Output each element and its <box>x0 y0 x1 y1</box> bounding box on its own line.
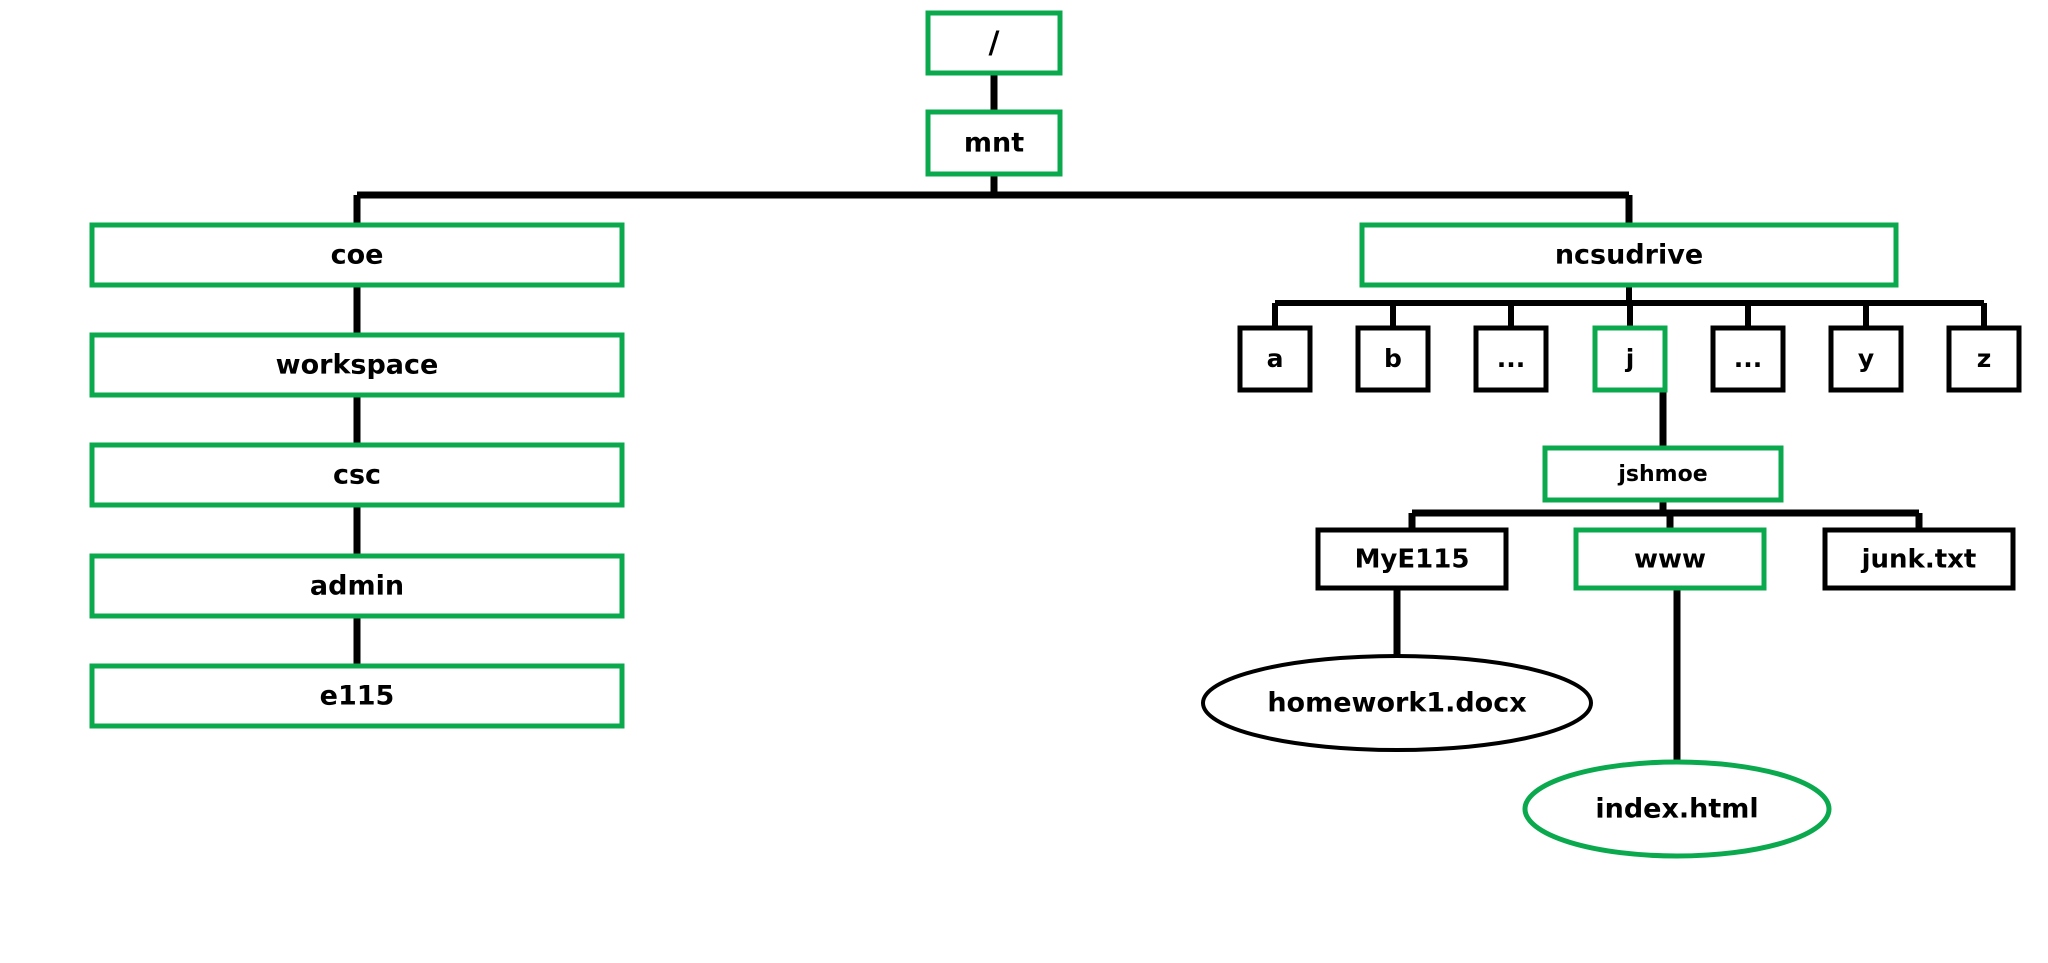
node-e115[interactable]: e115 <box>89 663 625 729</box>
node-shape-csc <box>89 442 625 508</box>
node-shape-mye115 <box>1315 527 1509 591</box>
node-shape-admin <box>89 553 625 619</box>
node-y[interactable]: y <box>1828 325 1904 393</box>
node-label-junktxt: junk.txt <box>1861 545 1977 575</box>
node-label-homework: homework1.docx <box>1267 688 1526 719</box>
node-layer: / mnt coe workspace csc admin e115 ncsudrive a b.… <box>89 10 2022 859</box>
node-shape-homework <box>1201 654 1593 752</box>
node-admin[interactable]: admin <box>89 553 625 619</box>
node-shape-z <box>1946 325 2022 393</box>
node-root[interactable]: / <box>925 10 1063 76</box>
node-label-y: y <box>1858 344 1874 373</box>
node-label-ncsudrive: ncsudrive <box>1555 240 1703 271</box>
node-shape-ncsudrive <box>1359 222 1899 288</box>
node-label-mye115: MyE115 <box>1355 545 1470 575</box>
node-shape-jshmoe <box>1542 445 1784 503</box>
node-label-coe: coe <box>331 240 384 271</box>
node-www[interactable]: www <box>1573 527 1767 591</box>
node-jshmoe[interactable]: jshmoe <box>1542 445 1784 503</box>
node-shape-www <box>1573 527 1767 591</box>
node-ncsudrive[interactable]: ncsudrive <box>1359 222 1899 288</box>
node-label-mnt: mnt <box>964 128 1024 159</box>
node-workspace[interactable]: workspace <box>89 332 625 398</box>
node-shape-mnt <box>925 109 1063 177</box>
node-label-dots1: ... <box>1497 344 1526 373</box>
node-dots2[interactable]: ... <box>1710 325 1786 393</box>
node-shape-junktxt <box>1822 527 2016 591</box>
node-indexhtml[interactable]: index.html <box>1522 759 1832 859</box>
node-shape-coe <box>89 222 625 288</box>
node-mnt[interactable]: mnt <box>925 109 1063 177</box>
node-label-e115: e115 <box>320 681 395 712</box>
node-label-csc: csc <box>333 460 381 491</box>
node-label-z: z <box>1977 344 1992 373</box>
node-label-www: www <box>1634 545 1706 575</box>
node-shape-b <box>1355 325 1431 393</box>
node-b[interactable]: b <box>1355 325 1431 393</box>
node-homework[interactable]: homework1.docx <box>1201 654 1593 752</box>
node-j[interactable]: j <box>1592 325 1668 393</box>
edge-group-mnt <box>353 174 1633 225</box>
node-label-workspace: workspace <box>276 350 439 381</box>
node-label-jshmoe: jshmoe <box>1617 462 1707 487</box>
node-shape-y <box>1828 325 1904 393</box>
node-shape-workspace <box>89 332 625 398</box>
edge-layer <box>353 73 1987 762</box>
node-mye115[interactable]: MyE115 <box>1315 527 1509 591</box>
node-junktxt[interactable]: junk.txt <box>1822 527 2016 591</box>
node-coe[interactable]: coe <box>89 222 625 288</box>
node-a[interactable]: a <box>1237 325 1313 393</box>
node-shape-dots2 <box>1710 325 1786 393</box>
edge-group-ncsudrive <box>1272 285 1987 328</box>
node-label-dots2: ... <box>1734 344 1763 373</box>
node-label-b: b <box>1384 344 1402 373</box>
node-label-j: j <box>1625 344 1635 373</box>
node-label-admin: admin <box>310 571 404 602</box>
node-shape-root <box>925 10 1063 76</box>
node-shape-e115 <box>89 663 625 729</box>
node-shape-j <box>1592 325 1668 393</box>
edge-group-jshmoe <box>1408 500 1923 530</box>
node-shape-indexhtml <box>1522 759 1832 859</box>
node-label-a: a <box>1267 344 1284 373</box>
node-shape-dots1 <box>1473 325 1549 393</box>
node-csc[interactable]: csc <box>89 442 625 508</box>
node-label-indexhtml: index.html <box>1595 794 1758 825</box>
node-label-root: / <box>989 26 1000 61</box>
node-dots1[interactable]: ... <box>1473 325 1549 393</box>
node-shape-a <box>1237 325 1313 393</box>
node-z[interactable]: z <box>1946 325 2022 393</box>
